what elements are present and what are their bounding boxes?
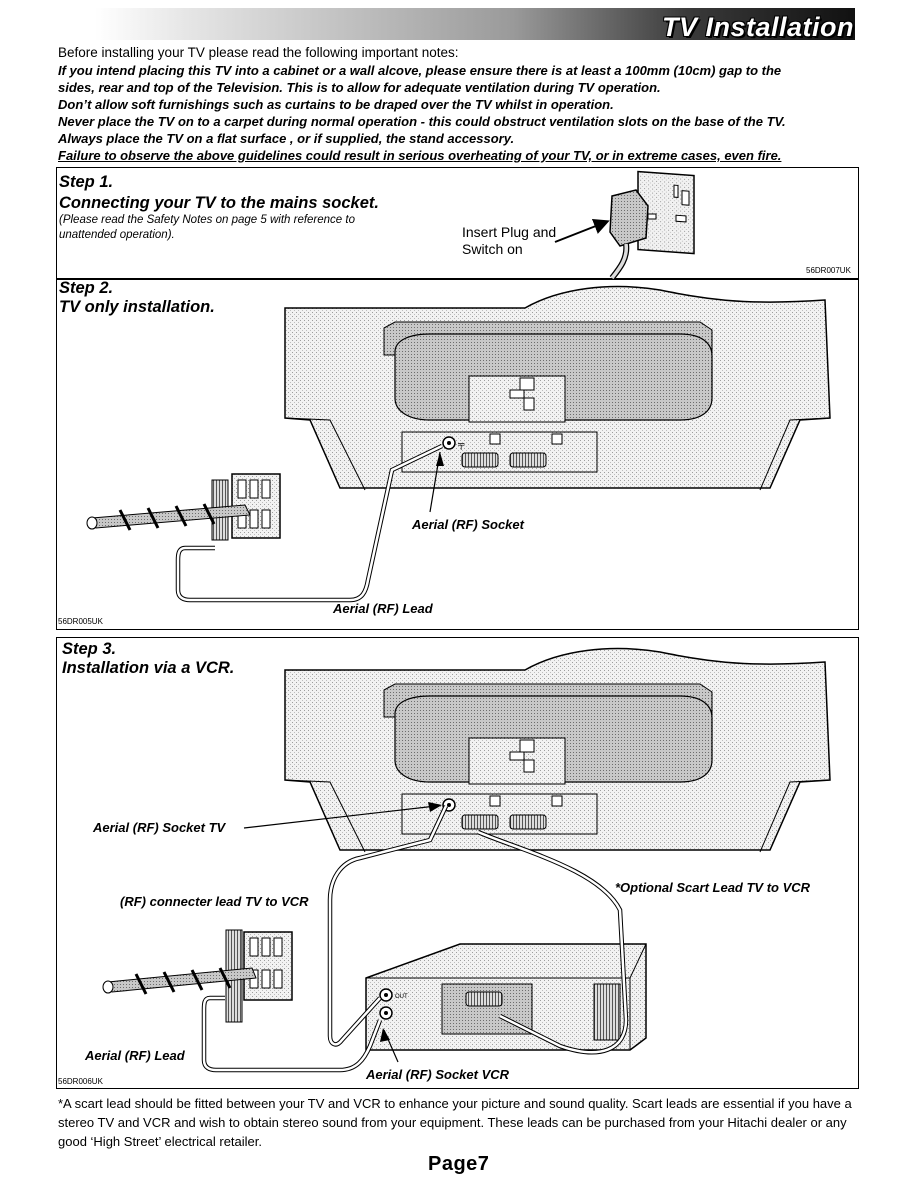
svg-text:╤: ╤	[457, 439, 465, 450]
step3-figure-code: 56DR006UK	[58, 1077, 103, 1086]
warning-line-2: sides, rear and top of the Television. T…	[58, 80, 661, 95]
plug-callout-line2: Switch on	[462, 241, 523, 257]
step3-title: Installation via a VCR.	[62, 659, 235, 677]
tv-rear-step3	[284, 647, 831, 853]
warning-line-6: Failure to observe the above guidelines …	[58, 148, 782, 163]
intro-text: Before installing your TV please read th…	[58, 45, 459, 60]
header-banner	[95, 8, 855, 40]
step3-number: Step 3.	[62, 640, 117, 658]
step2-aerial-lead	[175, 443, 444, 603]
step3-socket-tv-label: Aerial (RF) Socket TV	[93, 820, 226, 835]
step1-note-line1: (Please read the Safety Notes on page 5 …	[59, 214, 355, 226]
warning-line-5: Always place the TV on a flat surface , …	[58, 131, 515, 146]
step2-title: TV only installation.	[59, 298, 215, 316]
warning-line-3: Don’t allow soft furnishings such as cur…	[58, 97, 614, 112]
step3-aerial	[102, 929, 293, 1023]
step1-number: Step 1.	[59, 173, 114, 191]
page-number: Page7	[428, 1153, 490, 1175]
step2-figure-code: 56DR005UK	[58, 617, 103, 626]
step3-box	[56, 637, 859, 1089]
step1-figure-code: 56DR007UK	[806, 266, 851, 275]
plug-callout-line1: Insert Plug and	[462, 224, 557, 240]
step3-lead-label: Aerial (RF) Lead	[85, 1048, 185, 1063]
step2-box	[56, 278, 859, 630]
step1-box	[56, 167, 859, 280]
warning-line-4: Never place the TV on to a carpet during…	[58, 114, 786, 129]
step3-leads	[201, 802, 629, 1073]
vcr-out-label: OUT	[395, 994, 408, 1000]
step3-connector-label: (RF) connecter lead TV to VCR	[120, 894, 309, 909]
mains-socket-illustration	[554, 170, 695, 280]
warning-line-1: If you intend placing this TV into a cab…	[58, 63, 782, 78]
step3-scart-label: *Optional Scart Lead TV to VCR	[615, 880, 811, 895]
step3-socket-vcr-label: Aerial (RF) Socket VCR	[366, 1067, 510, 1082]
step2-socket-label: Aerial (RF) Socket	[412, 517, 524, 532]
footnote: *A scart lead should be fitted between y…	[58, 1096, 852, 1149]
tv-rear-step2: ╤	[284, 285, 831, 491]
step1-note-line2: unattended operation).	[59, 229, 175, 241]
step1-title: Connecting your TV to the mains socket.	[59, 194, 379, 212]
step2-number: Step 2.	[59, 279, 114, 297]
step2-lead-label: Aerial (RF) Lead	[333, 601, 433, 616]
page-title: TV Installation	[661, 12, 854, 42]
vcr-illustration: OUT	[365, 943, 647, 1051]
step2-aerial	[86, 473, 281, 541]
